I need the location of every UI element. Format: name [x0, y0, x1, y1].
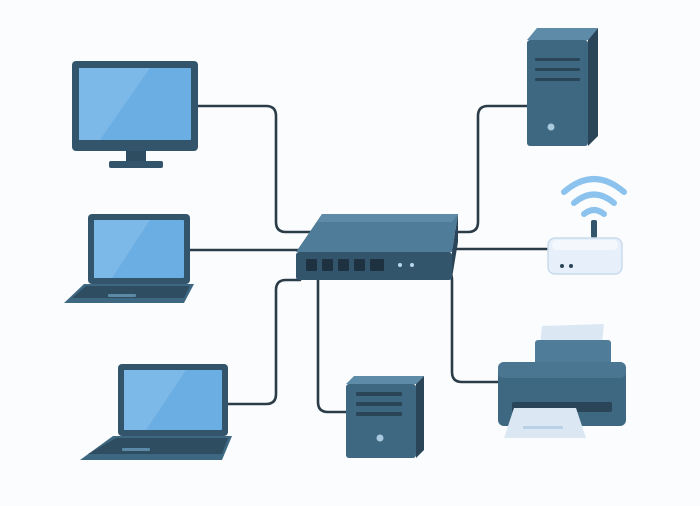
monitor-icon	[72, 61, 198, 168]
switch-ports	[306, 259, 384, 271]
laptop-icon	[80, 364, 232, 460]
network-switch-icon	[296, 214, 458, 280]
server-tower-icon	[527, 28, 598, 146]
cable-printer	[442, 268, 502, 384]
storage-box-icon	[346, 376, 424, 458]
storage-vents	[356, 392, 402, 416]
printer-icon	[498, 324, 626, 438]
cable-tower	[450, 104, 529, 234]
server-vents	[535, 58, 580, 81]
laptop-icon	[64, 214, 194, 303]
cable-nas	[316, 278, 348, 414]
cable-monitor	[196, 104, 314, 234]
wifi-router-icon	[547, 176, 627, 275]
wifi-waves	[561, 176, 627, 217]
cable-laptop-bottom	[224, 278, 302, 406]
